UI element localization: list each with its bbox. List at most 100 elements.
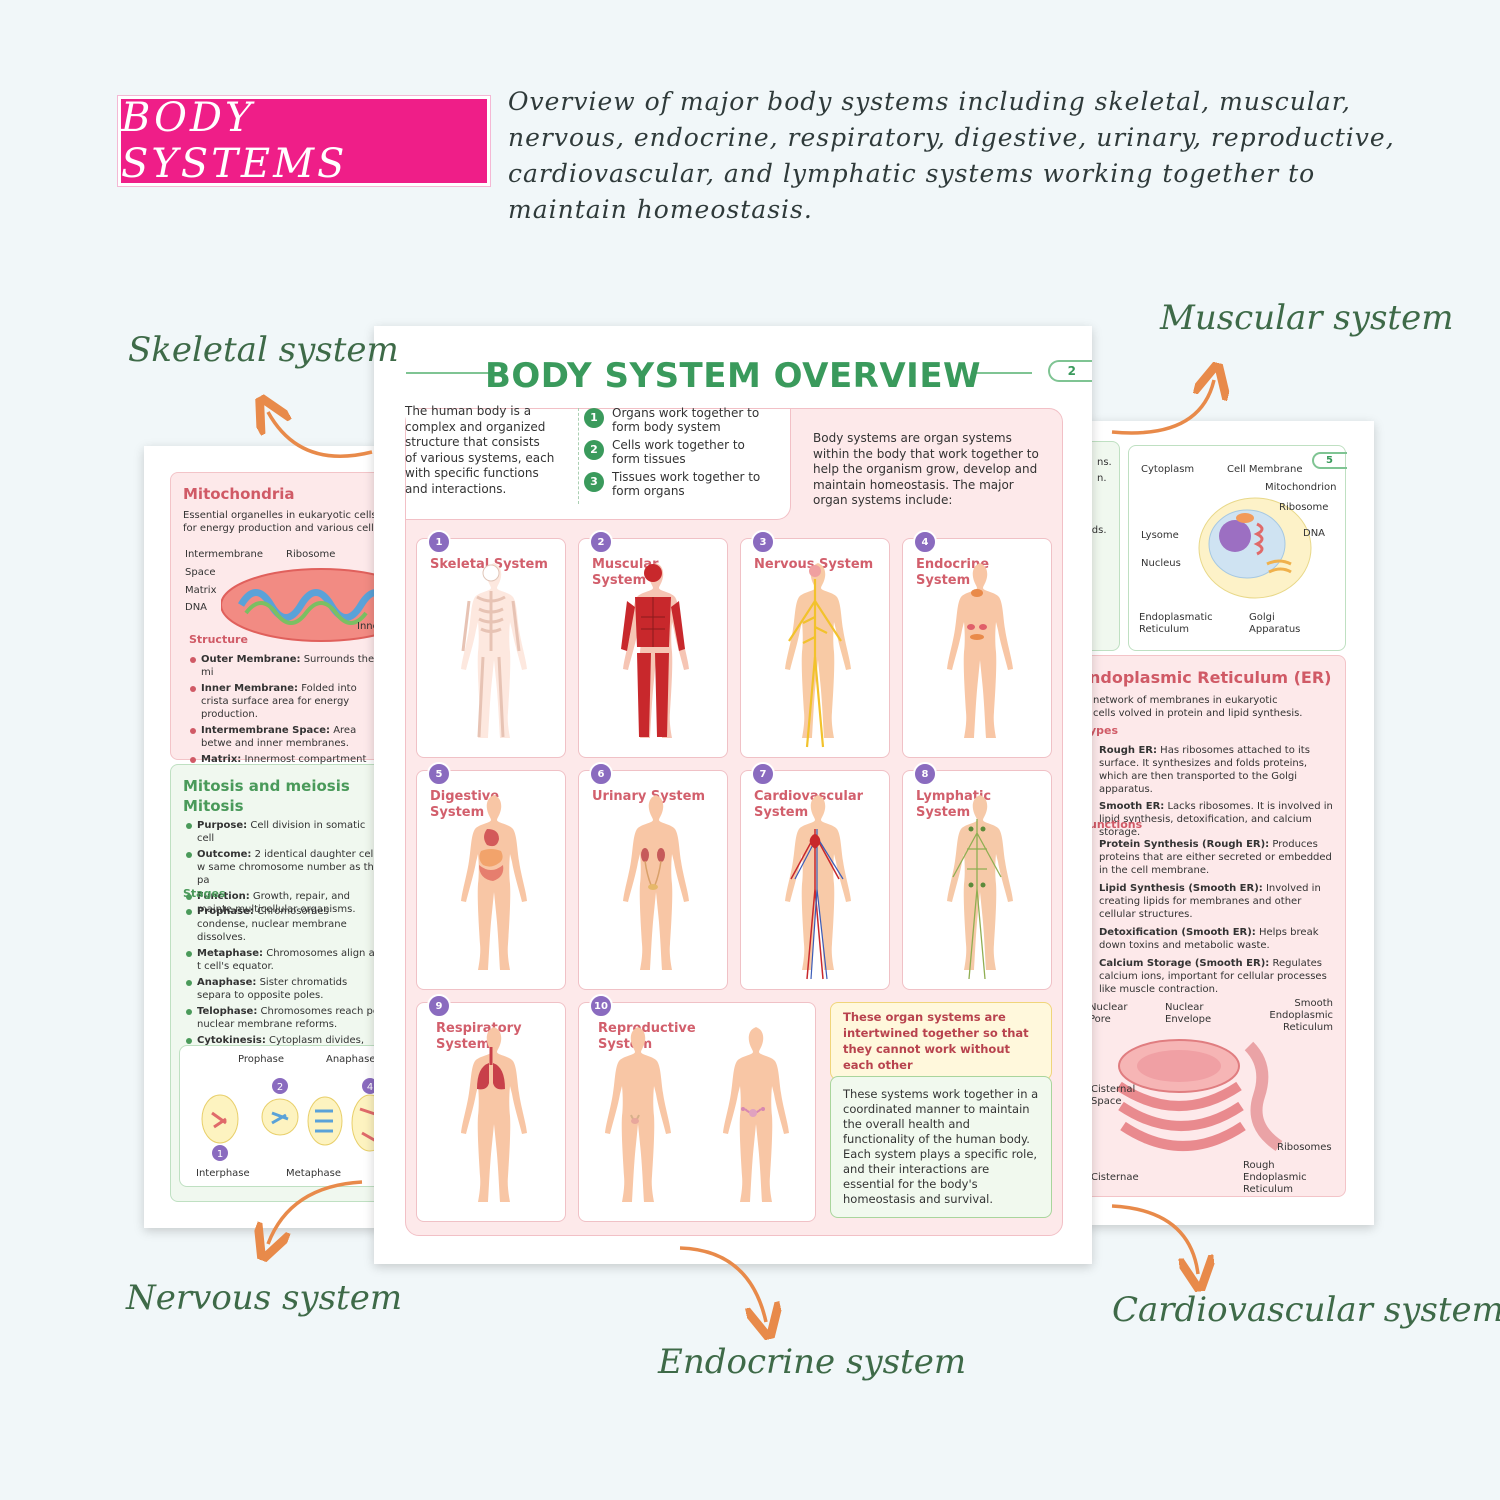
stages-title: Stages — [183, 887, 226, 900]
stage-item: Prophase: Chromosomes condense, nuclear … — [183, 905, 380, 944]
callout-muscular: Muscular system — [1160, 298, 1454, 338]
label-nuclear-pore: Nuclear Pore — [1089, 1002, 1128, 1025]
label-cytoplasm: Cytoplasm — [1141, 464, 1195, 475]
intro-notch — [406, 409, 791, 520]
er-title: ndoplasmic Reticulum (ER) — [1089, 668, 1332, 687]
arrow-skeletal — [268, 412, 373, 458]
cell-phases-illustration: 2 4 1 — [201, 1078, 380, 1161]
function-item: Calcium Storage (Smooth ER): Regulates c… — [1099, 958, 1327, 995]
page-title: BODY SYSTEM OVERVIEW — [484, 356, 982, 396]
right-worksheet-page: ns. n. ids. 5 Cytoplasm Cell Membrane Mi… — [1088, 421, 1374, 1225]
muscular-figure — [621, 563, 689, 738]
er-illustration — [1116, 1039, 1283, 1151]
type-item: Rough ER: Has ribosomes attached to its … — [1099, 745, 1310, 795]
label-interphase: Interphase — [196, 1168, 250, 1179]
label-cell-membrane: Cell Membrane — [1227, 464, 1303, 475]
mitosis-item: Purpose: Cell division in somatic cell — [183, 819, 380, 845]
label-nuclear-envelope: Nuclear Envelope — [1165, 1002, 1212, 1025]
reproductive-male-figure — [605, 1027, 671, 1202]
type-item: Smooth ER: Lacks ribosomes. It is involv… — [1099, 801, 1333, 838]
title-badge: BODY SYSTEMS — [118, 95, 490, 187]
systems-intro: Body systems are organ systems within th… — [813, 431, 1039, 507]
urinary-figure — [623, 795, 689, 970]
intro-description: Overview of major body systems including… — [508, 87, 1395, 224]
badge-text: BODY SYSTEMS — [121, 95, 348, 187]
stage-item: Telophase: Chromosomes reach pol nuclear… — [183, 1005, 380, 1031]
steps-divider — [578, 408, 579, 504]
lymphatic-figure — [947, 795, 1013, 980]
function-item: Protein Synthesis (Rough ER): Produces p… — [1099, 839, 1332, 876]
functions-title: unctions — [1089, 818, 1143, 831]
er-desc: network of membranes in eukaryotic cells… — [1093, 695, 1303, 719]
title-rule-left — [406, 372, 494, 374]
label-space: Space — [185, 567, 216, 578]
label-dna: DNA — [1303, 528, 1326, 539]
respiratory-figure — [461, 1027, 527, 1202]
partial-green-box: ns. n. ids. — [1088, 441, 1120, 651]
title-rule-right — [972, 372, 1032, 374]
label-mitochondrion: Mitochondrion — [1265, 482, 1337, 493]
summary-box: These systems work together in a coordin… — [830, 1076, 1052, 1218]
function-item: Lipid Synthesis (Smooth ER): Involved in… — [1099, 883, 1321, 920]
page-number-tab: 5 — [1312, 452, 1347, 469]
interdependence-note: These organ systems are intertwined toge… — [830, 1002, 1052, 1080]
function-item: Detoxification (Smooth ER): Helps break … — [1099, 927, 1319, 951]
label-ribosome: Ribosome — [286, 549, 336, 560]
mitosis-item: Outcome: 2 identical daughter cells w sa… — [183, 848, 380, 887]
mitosis-section: Mitosis and meiosis Mitosis Purpose: Cel… — [170, 764, 380, 1202]
callout-skeletal: Skeletal system — [128, 330, 399, 370]
label-anaphase: Anaphase — [326, 1054, 376, 1065]
label-cisternal-space: Cisternal Space — [1091, 1084, 1136, 1107]
left-worksheet-page: Mitochondria Essential organelles in euk… — [144, 446, 380, 1228]
label-prophase: Prophase — [238, 1054, 285, 1065]
arrow-nervous — [268, 1180, 363, 1244]
er-section: ndoplasmic Reticulum (ER) network of mem… — [1088, 655, 1346, 1197]
digestive-figure — [461, 795, 527, 970]
callout-nervous: Nervous system — [126, 1278, 403, 1318]
page-number-tab: 2 — [1047, 360, 1092, 382]
main-worksheet-page: BODY SYSTEM OVERVIEW 2 Body systems are … — [374, 326, 1092, 1264]
callout-cardiovascular: Cardiovascular system — [1112, 1290, 1500, 1330]
label-golgi: Golgi Apparatus — [1249, 612, 1301, 635]
structure-item: Outer Membrane: Surrounds the mi — [187, 653, 380, 679]
svg-text:4: 4 — [367, 1082, 373, 1093]
label-metaphase: Metaphase — [286, 1168, 342, 1179]
label-smooth-er: Smooth Endoplasmic Reticulum — [1269, 998, 1333, 1033]
label-matrix: Matrix — [185, 585, 217, 596]
mitochondria-title: Mitochondria — [183, 485, 295, 503]
partial-text: ns. — [1097, 457, 1112, 468]
functions-list: Protein Synthesis (Rough ER): Produces p… — [1099, 838, 1335, 1001]
label-ribosomes: Ribosomes — [1277, 1142, 1332, 1153]
animal-cell-illustration — [1198, 497, 1312, 599]
label-endoplasmatic-reticulum: Endoplasmatic Reticulum — [1139, 612, 1213, 635]
endocrine-figure — [947, 563, 1013, 738]
mitosis-item: Function: Growth, repair, and mainte mul… — [183, 890, 380, 916]
arrow-cardiovascular — [1111, 1204, 1198, 1274]
mitosis-title: Mitosis and meiosis — [183, 777, 350, 795]
structure-item: Inner Membrane: Folded into crista surfa… — [187, 682, 380, 721]
stage-item: Anaphase: Sister chromatids separa to op… — [183, 976, 380, 1002]
mitosis-subtitle: Mitosis — [183, 797, 244, 815]
stage-item: Metaphase: Chromosomes align at t cell's… — [183, 947, 380, 973]
label-nucleus: Nucleus — [1141, 558, 1181, 569]
cell-cycle-diagram: Prophase Anaphase 2 4 1 Interphase Metap… — [179, 1045, 380, 1187]
stages-list: Prophase: Chromosomes condense, nuclear … — [183, 905, 380, 1063]
cardiovascular-figure — [785, 795, 851, 980]
nervous-figure — [785, 563, 851, 748]
cell-diagram-box: 5 Cytoplasm Cell Membrane Mitochondrion … — [1128, 445, 1347, 651]
structure-title: Structure — [189, 633, 248, 646]
